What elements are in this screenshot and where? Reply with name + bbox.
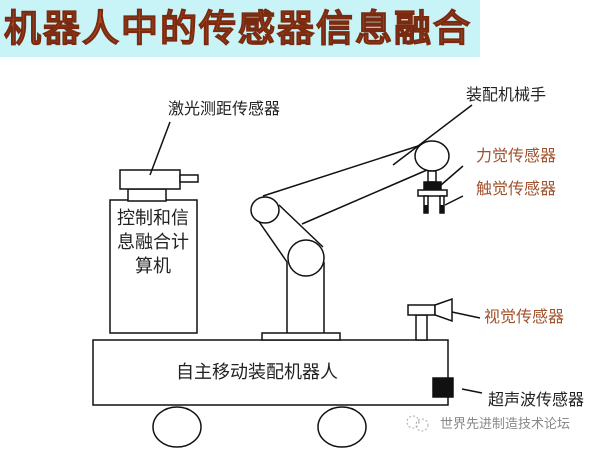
vision-leader-line [451, 311, 481, 319]
touch-sensor-pad [440, 205, 444, 213]
laser-sensor-nozzle [179, 174, 199, 183]
force-leader-line [440, 165, 464, 186]
laser-leader-line [149, 121, 171, 176]
wrist-joint [414, 140, 450, 172]
diagram-title: 机器人中的传感器信息融合 [4, 6, 472, 51]
gripper-plate [417, 189, 448, 197]
elbow-joint [250, 196, 280, 224]
wheel-right [317, 406, 367, 448]
vision-sensor-body [407, 304, 436, 316]
watermark-text: 世界先进制造技术论坛 [440, 417, 570, 432]
touch-sensor-pad [424, 205, 428, 213]
laser-sensor-base [127, 188, 167, 202]
manipulator-leader-line [392, 104, 473, 166]
wheel-left [152, 406, 202, 448]
title-banner: 机器人中的传感器信息融合 [0, 0, 480, 57]
computer-label-line: 控制和信 [117, 208, 189, 229]
mobile-robot-label: 自主移动装配机器人 [176, 362, 338, 383]
computer-label-line: 息融合计 [117, 232, 189, 253]
laser-sensor-label: 激光测距传感器 [168, 99, 280, 118]
shoulder-joint [287, 239, 325, 277]
touch-sensor-label: 触觉传感器 [476, 179, 556, 198]
gripper-stem [427, 170, 437, 183]
ultrasonic-leader-line [461, 388, 483, 394]
computer-label-line: 算机 [135, 256, 171, 277]
force-sensor-label: 力觉传感器 [476, 146, 556, 165]
watermark-logo-icon [406, 415, 429, 432]
vision-sensor-post [415, 314, 428, 341]
forearm-line [301, 169, 428, 225]
laser-sensor-body [119, 169, 181, 190]
vision-sensor-label: 视觉传感器 [484, 307, 564, 326]
arm-base-plate [261, 332, 341, 341]
upper-arm-line [278, 204, 324, 248]
manipulator-label: 装配机械手 [466, 85, 546, 104]
mobile-platform [92, 339, 449, 406]
forearm-line [262, 145, 419, 197]
force-sensor-band [423, 181, 442, 190]
ultrasonic-sensor [432, 377, 454, 398]
touch-leader-line [444, 195, 464, 206]
vision-sensor-lens [434, 297, 453, 323]
ultrasonic-sensor-label: 超声波传感器 [488, 390, 584, 409]
